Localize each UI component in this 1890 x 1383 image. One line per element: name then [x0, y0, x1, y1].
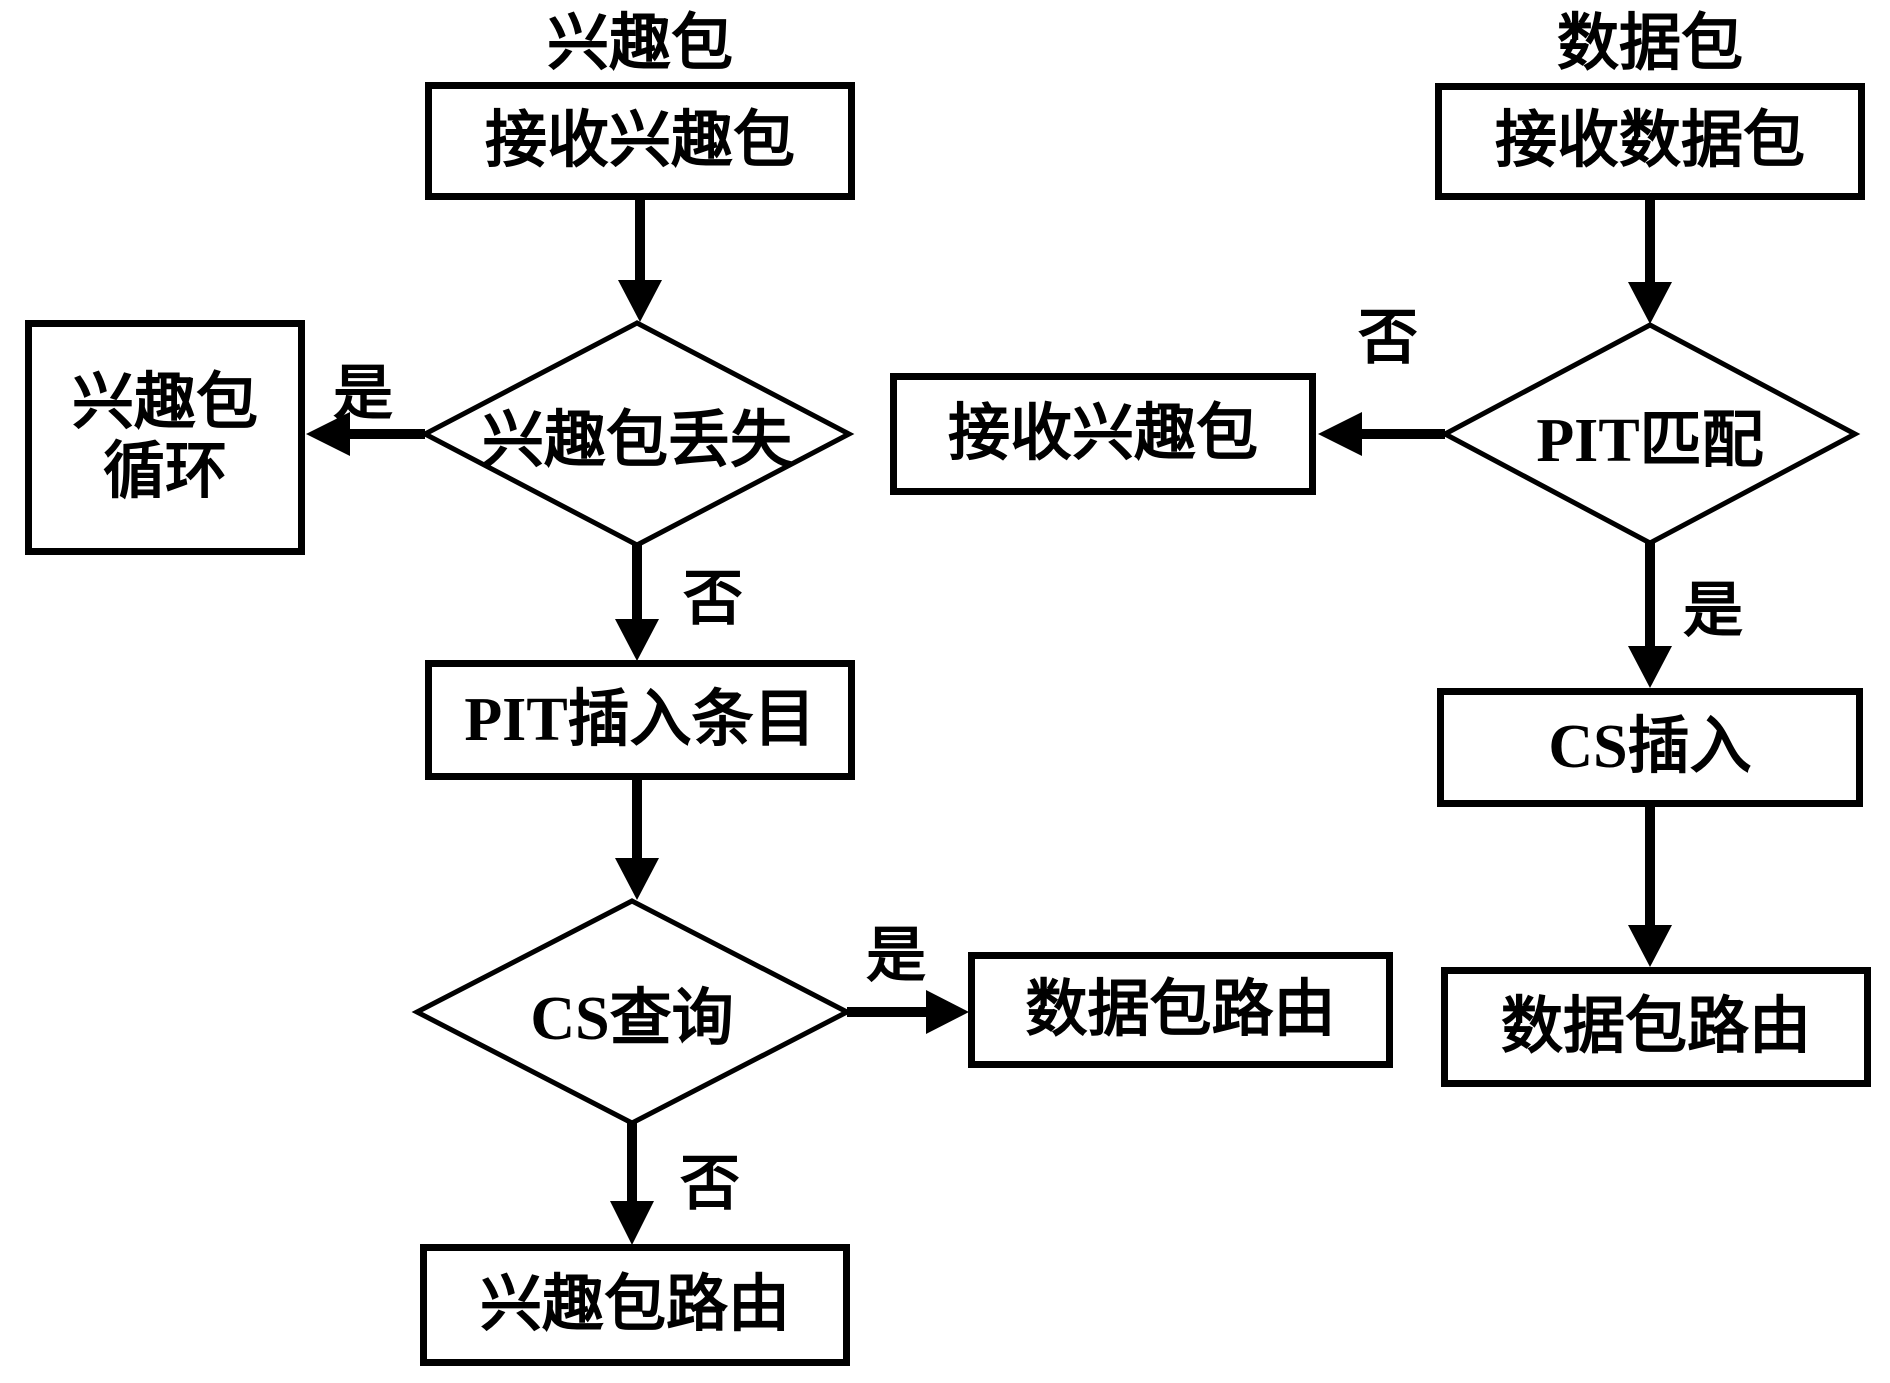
cs-query-decision-label: CS查询: [530, 985, 734, 1053]
interest-route-box: 兴趣包路由: [420, 1244, 850, 1366]
arrow-loss-yes-to-loop: [306, 412, 425, 456]
interest-loss-yes-label: 是: [333, 360, 393, 427]
pit-insert-entry-box: PIT插入条目: [425, 660, 855, 780]
arrow-cs-no-to-introute: [610, 1123, 654, 1245]
arrow-csinsert-to-dataroute: [1628, 807, 1672, 967]
cs-query-yes-label: 是: [866, 922, 926, 989]
data-route-box-right: 数据包路由: [1441, 967, 1871, 1087]
interest-loss-decision-label: 兴趣包丢失: [481, 407, 792, 475]
interest-loop-box: 兴趣包 循环: [25, 320, 305, 555]
interest-flow-title: 兴趣包: [546, 10, 733, 78]
receive-data-box: 接收数据包: [1435, 83, 1865, 200]
arrow-pitmatch-no-to-recvint: [1318, 412, 1445, 456]
interest-loop-line1: 兴趣包: [71, 369, 258, 438]
cs-insert-box: CS插入: [1437, 688, 1863, 807]
data-route-box-left: 数据包路由: [968, 952, 1393, 1068]
arrow-receive-to-loss: [618, 200, 662, 322]
arrow-cs-yes-to-dataroute: [847, 990, 969, 1034]
receive-interest-box-right: 接收兴趣包: [890, 373, 1316, 495]
pit-match-yes-label: 是: [1683, 577, 1743, 644]
interest-loop-line2: 循环: [102, 437, 227, 506]
arrow-pitmatch-yes-to-csinsert: [1628, 543, 1672, 688]
pit-match-decision-label: PIT匹配: [1536, 407, 1764, 475]
pit-match-no-label: 否: [1358, 304, 1418, 371]
interest-loss-no-label: 否: [683, 565, 743, 632]
arrow-loss-no-to-pit: [615, 545, 659, 661]
arrow-pit-to-cs: [615, 780, 659, 900]
data-flow-title: 数据包: [1556, 10, 1743, 78]
receive-interest-box: 接收兴趣包: [425, 82, 855, 200]
arrow-receive-to-pitmatch: [1628, 200, 1672, 324]
cs-query-no-label: 否: [680, 1150, 740, 1217]
